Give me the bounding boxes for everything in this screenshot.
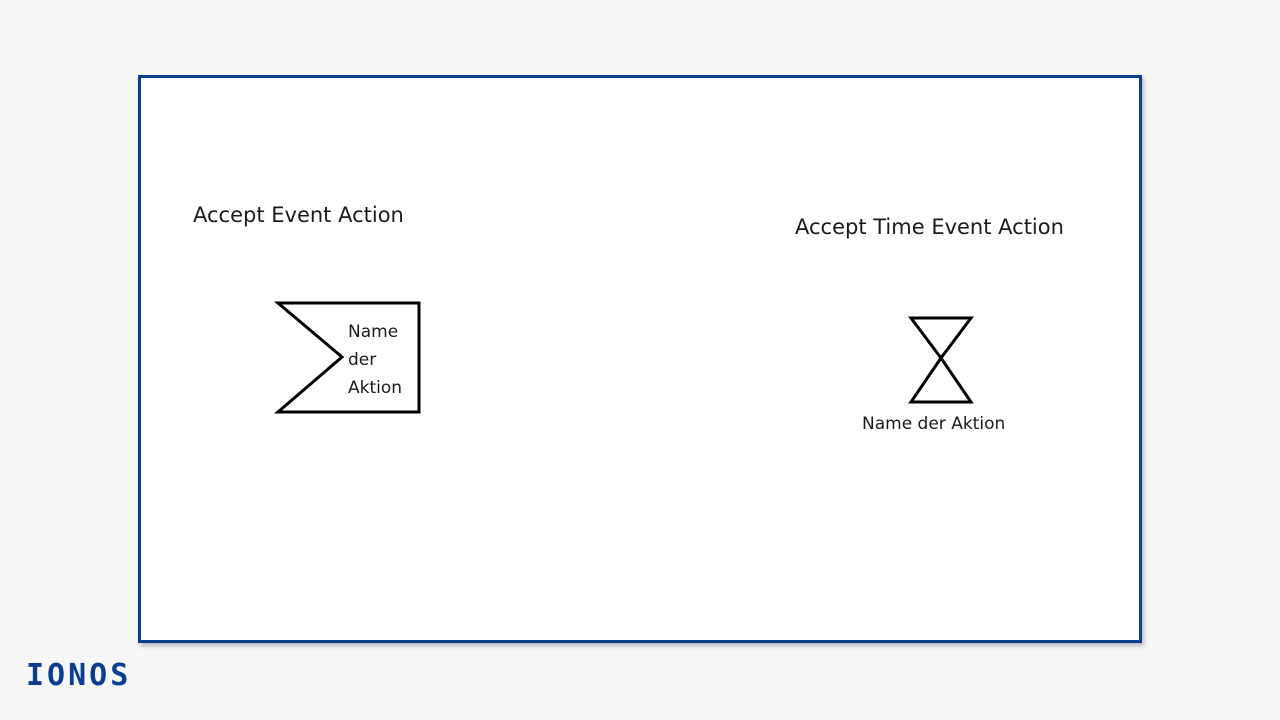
label-line-3: Aktion [348,378,403,398]
accept-time-event-action-title: Accept Time Event Action [795,215,1064,239]
label-line-2: der [348,350,377,370]
hourglass-icon [908,316,974,404]
accept-event-action-label: Name der Aktion [348,318,418,402]
diagram-frame: Accept Event Action Name der Aktion Acce… [138,75,1142,643]
accept-event-action-title: Accept Event Action [193,203,404,227]
accept-event-action-shape [273,301,421,414]
ionos-logo: IONOS [26,658,132,693]
hourglass-outline [908,316,974,404]
accept-time-event-action-label: Name der Aktion [862,414,1006,434]
label-line-1: Name [348,322,399,342]
accept-event-notch-polygon [273,301,421,414]
